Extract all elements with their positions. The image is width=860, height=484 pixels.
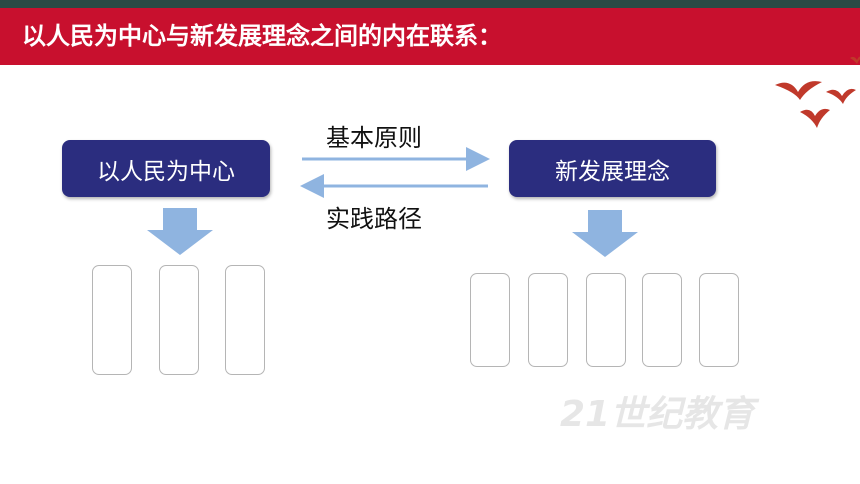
left-slot-3 [225,265,265,375]
left-slot-2 [159,265,199,375]
left-down-arrow [147,208,213,255]
right-slot-3 [586,273,626,367]
relation-path-label: 实践路径 [326,205,422,233]
flying-birds-icon [775,56,860,128]
right-slot-1 [470,273,510,367]
concept-new-development: 新发展理念 [509,140,716,197]
right-slot-5 [699,273,739,367]
page-title: 以人民为中心与新发展理念之间的内在联系： [22,22,502,50]
left-slot-1 [92,265,132,375]
relation-principle-label: 基本原则 [326,124,422,152]
concept-people-label: 以人民为中心 [97,158,235,185]
right-slot-2 [528,273,568,367]
concept-people-centered: 以人民为中心 [62,140,270,197]
top-strip [0,0,860,8]
right-down-arrow [572,210,638,257]
concept-dev-label: 新发展理念 [555,158,670,185]
title-bar: 以人民为中心与新发展理念之间的内在联系： [0,8,860,65]
right-slot-4 [642,273,682,367]
